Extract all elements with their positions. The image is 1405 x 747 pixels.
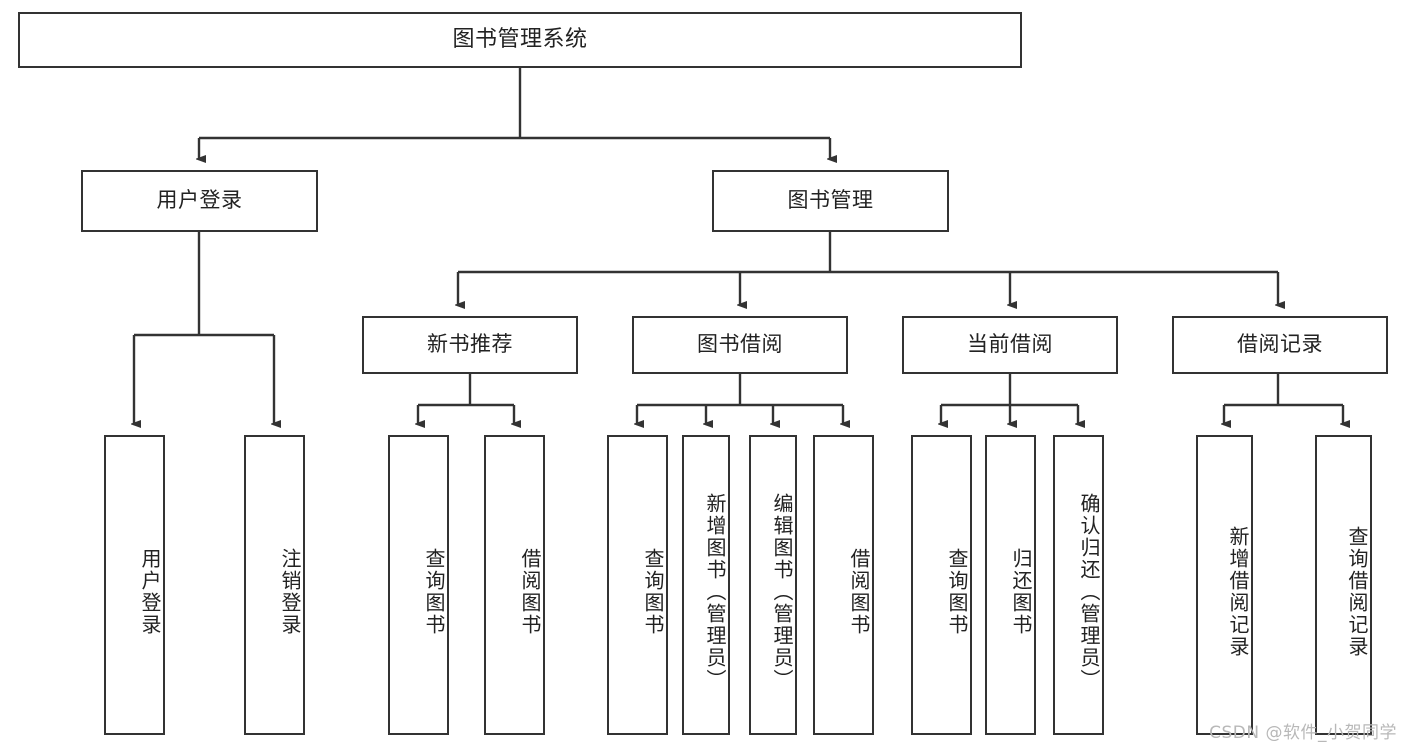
leaf-current-confirm-return-admin[interactable]: 确认归还（管理员）	[1053, 435, 1104, 735]
node-new-book-recommend[interactable]: 新书推荐	[362, 316, 578, 374]
leaf-borrow-borrow-book[interactable]: 借阅图书	[813, 435, 874, 735]
leaf-label: 归还图书	[1009, 548, 1033, 636]
leaf-label: 借阅图书	[518, 548, 542, 636]
leaf-label: 编辑图书（管理员）	[770, 493, 794, 691]
node-borrow-record[interactable]: 借阅记录	[1172, 316, 1388, 374]
leaf-current-return-book[interactable]: 归还图书	[985, 435, 1036, 735]
leaf-label: 新增借阅记录	[1226, 526, 1250, 658]
node-root-label: 图书管理系统	[452, 26, 588, 52]
leaf-label: 确认归还（管理员）	[1077, 493, 1101, 691]
node-user-login[interactable]: 用户登录	[81, 170, 318, 232]
leaf-label: 查询图书	[422, 548, 446, 636]
leaf-user-login-logout[interactable]: 注销登录	[244, 435, 305, 735]
leaf-record-query-record[interactable]: 查询借阅记录	[1315, 435, 1372, 735]
leaf-record-add-record[interactable]: 新增借阅记录	[1196, 435, 1253, 735]
leaf-label: 查询图书	[945, 548, 969, 636]
watermark: CSDN @软件_小贺同学	[1209, 723, 1397, 743]
node-book-management-label: 图书管理	[787, 188, 874, 213]
leaf-current-query-book[interactable]: 查询图书	[911, 435, 972, 735]
leaf-label: 新增图书（管理员）	[703, 493, 727, 691]
leaf-borrow-query-book[interactable]: 查询图书	[607, 435, 668, 735]
node-book-management[interactable]: 图书管理	[712, 170, 949, 232]
node-current-borrow[interactable]: 当前借阅	[902, 316, 1118, 374]
node-book-borrow[interactable]: 图书借阅	[632, 316, 848, 374]
leaf-label: 查询借阅记录	[1345, 526, 1369, 658]
leaf-recommend-query-book[interactable]: 查询图书	[388, 435, 449, 735]
leaf-borrow-add-book-admin[interactable]: 新增图书（管理员）	[682, 435, 730, 735]
node-user-login-label: 用户登录	[156, 188, 243, 213]
leaf-label: 查询图书	[641, 548, 665, 636]
leaf-label: 注销登录	[278, 548, 302, 636]
node-current-borrow-label: 当前借阅	[967, 332, 1053, 357]
leaf-label: 借阅图书	[847, 548, 871, 636]
node-new-book-recommend-label: 新书推荐	[427, 332, 513, 357]
node-borrow-record-label: 借阅记录	[1237, 332, 1323, 357]
leaf-recommend-borrow-book[interactable]: 借阅图书	[484, 435, 545, 735]
leaf-user-login-login[interactable]: 用户登录	[104, 435, 165, 735]
leaf-borrow-edit-book-admin[interactable]: 编辑图书（管理员）	[749, 435, 797, 735]
leaf-label: 用户登录	[138, 548, 162, 636]
node-root[interactable]: 图书管理系统	[18, 12, 1022, 68]
node-book-borrow-label: 图书借阅	[697, 332, 783, 357]
